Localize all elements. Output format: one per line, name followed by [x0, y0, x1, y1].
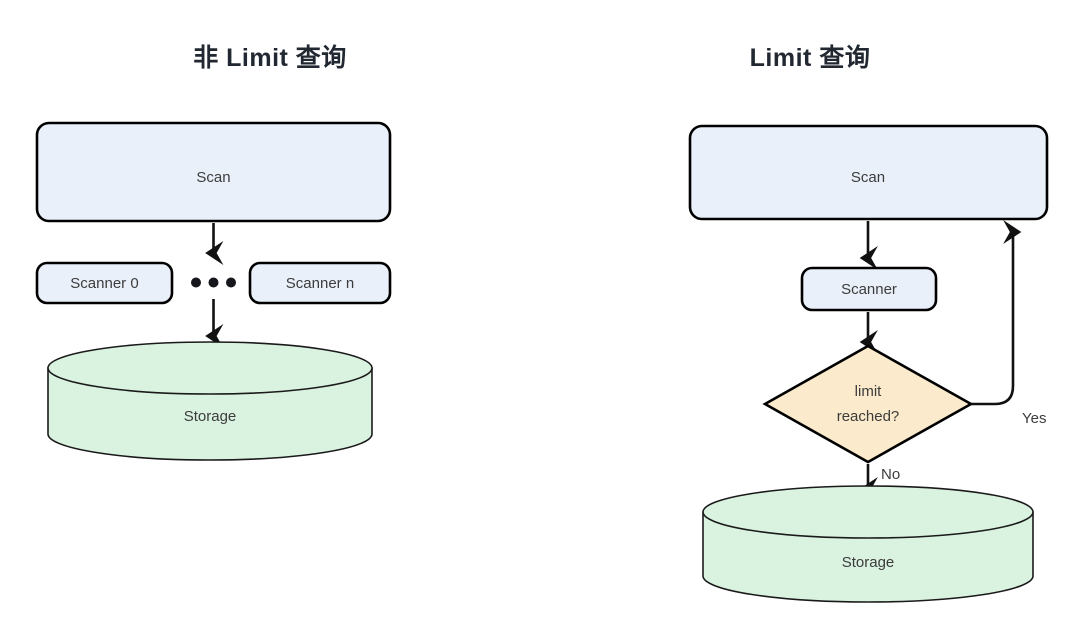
node-scanner-first: Scanner 0	[35, 261, 174, 305]
node-decision-limit-reached: limit reached?	[762, 344, 974, 464]
node-scanner: Scanner	[800, 266, 938, 312]
node-scan: Scan	[688, 124, 1049, 221]
scan-box-shape	[35, 121, 392, 223]
decision-diamond-shape	[762, 344, 974, 464]
scanner-ellipsis-icon	[191, 277, 236, 288]
diagram-limit-query: Scan Scanner limit reached? Yes No Stora…	[688, 124, 1049, 603]
storage-label: Storage	[184, 408, 237, 425]
scanner-shape	[800, 266, 938, 312]
scan-box-label: Scan	[851, 169, 885, 186]
scanner-first-shape	[35, 261, 174, 305]
node-scan: Scan	[35, 121, 392, 223]
scan-box-label: Scan	[196, 169, 230, 186]
edge-decision-yes-to-scan	[971, 220, 1022, 406]
node-storage: Storage	[702, 485, 1034, 603]
storage-label: Storage	[842, 554, 895, 571]
node-storage: Storage	[47, 341, 373, 461]
node-scanner-last: Scanner n	[248, 261, 392, 305]
panel-title-limit-query: Limit 查询	[749, 44, 871, 72]
diagram-non-limit-query: Scan Scanner 0 Scanner n Storage	[35, 121, 392, 461]
panel-title-non-limit-query: 非 Limit 查询	[193, 44, 347, 72]
scanner-last-shape	[248, 261, 392, 305]
scanner-first-label: Scanner 0	[70, 275, 138, 292]
panel-non-limit-query: 非 Limit 查询 Scan Scanner 0 Scanner	[35, 44, 392, 461]
decision-label-line2: reached?	[837, 408, 900, 425]
storage-cylinder-top	[702, 485, 1034, 539]
decision-label-line1: limit	[855, 383, 882, 400]
scan-box-shape	[688, 124, 1049, 221]
edge-label-no: No	[881, 466, 900, 483]
panel-limit-query: Limit 查询 Scan Scanner limit reached?	[540, 0, 1080, 637]
scanner-last-label: Scanner n	[286, 275, 354, 292]
edge-label-yes: Yes	[1022, 410, 1046, 427]
scanner-label: Scanner	[841, 281, 897, 298]
storage-cylinder-top	[47, 341, 373, 395]
